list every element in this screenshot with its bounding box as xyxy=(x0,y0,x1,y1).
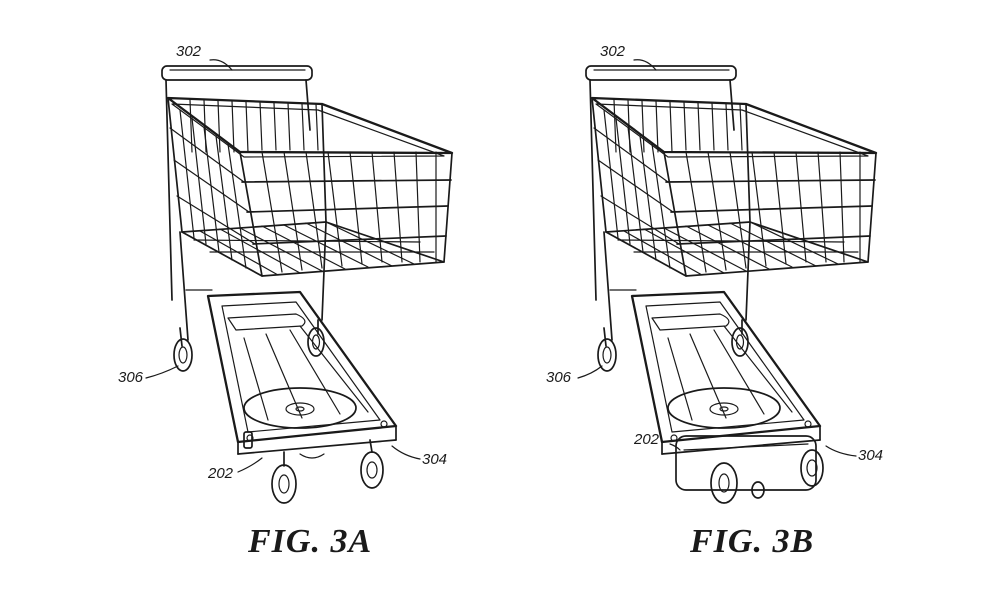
shopping-cart-drawing xyxy=(584,64,878,456)
figure-3b: 302 306 304 202 FIG. 3B xyxy=(546,43,883,560)
ref-label-304: 304 xyxy=(858,447,883,464)
ref-label-202: 202 xyxy=(633,431,660,448)
ref-label-306: 306 xyxy=(118,369,144,386)
ref-label-304: 304 xyxy=(422,451,447,468)
ref-label-302: 302 xyxy=(600,43,626,60)
ref-label-202: 202 xyxy=(207,465,234,482)
module-202 xyxy=(243,431,325,459)
leader-202 xyxy=(237,457,263,473)
leader-302 xyxy=(209,59,233,71)
leader-306 xyxy=(145,365,179,379)
leader-304 xyxy=(825,445,857,457)
shopping-cart-drawing xyxy=(160,64,454,456)
front-wheels xyxy=(710,449,824,504)
module-202 xyxy=(675,435,817,499)
leader-302 xyxy=(633,59,657,71)
figure-caption-3a: FIG. 3A xyxy=(247,523,372,560)
figure-caption-3b: FIG. 3B xyxy=(689,523,814,560)
leader-306 xyxy=(577,365,603,379)
figure-3a: 302 306 304 202 FIG. 3A xyxy=(118,43,454,560)
leader-202 xyxy=(669,443,681,451)
leader-304 xyxy=(391,445,421,460)
ref-label-306: 306 xyxy=(546,369,572,386)
ref-label-302: 302 xyxy=(176,43,202,60)
